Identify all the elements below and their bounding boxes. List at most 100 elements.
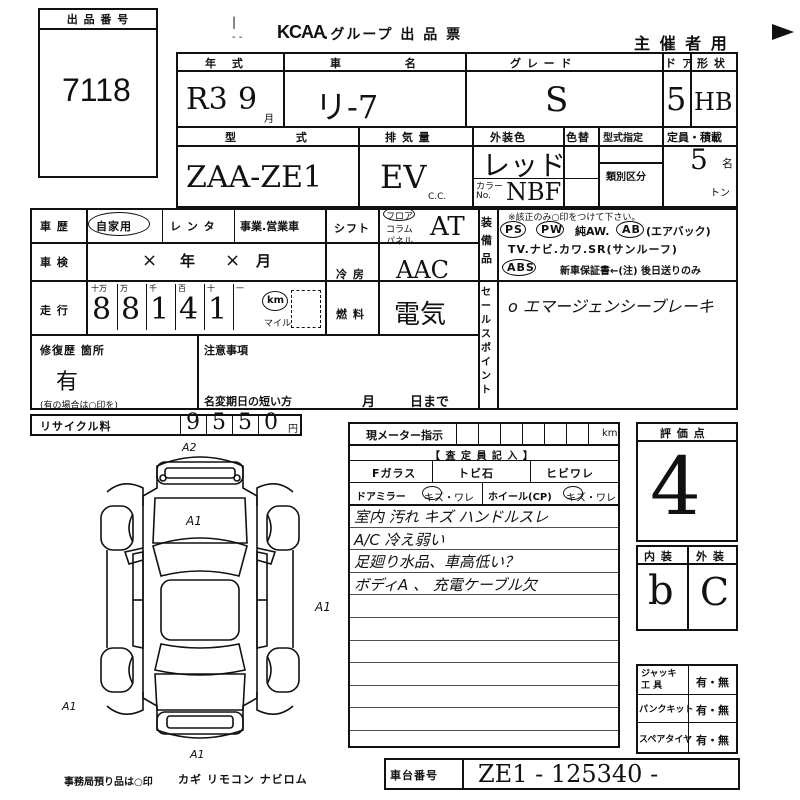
mileage-label: 走 行 — [40, 304, 69, 317]
year-value: R3 — [186, 82, 228, 117]
inspection-month-mark: × — [225, 250, 241, 271]
meter-cell-divider — [456, 422, 457, 444]
inspector-ruled-line — [348, 549, 620, 550]
meter-cell-divider — [566, 422, 567, 444]
equip-airbag: (エアバック) — [646, 225, 711, 238]
inspector-ruled-line — [348, 527, 620, 528]
history-commercial: 事業.営業車 — [240, 220, 300, 233]
meter-unit: km — [602, 428, 618, 439]
history-private: 自家用 — [96, 220, 132, 233]
inspector-note-line: 足廻り水品、車高低い？ — [354, 553, 520, 571]
shift-label: シフト — [334, 222, 370, 235]
vehicle-info-table — [176, 52, 738, 208]
equip-warranty: 新車保証書←(注) 後日送りのみ — [560, 266, 702, 277]
name-change-label: 名変期日の短い方 — [204, 395, 292, 408]
mileage-unit-km: km — [267, 295, 285, 306]
inspector-ruled-line — [348, 707, 620, 708]
recycle-digit: 5 — [212, 410, 226, 435]
shift-floor: フロア — [386, 212, 414, 222]
color-number-value: NBF — [506, 178, 562, 206]
capacity-value: 5 — [690, 143, 708, 176]
equip-ps: PS — [505, 223, 523, 236]
meter-label: 現メーター指示 — [366, 429, 443, 442]
jack-label: ジャッキ 工 具 — [641, 669, 677, 691]
shift-column: コラム — [386, 225, 413, 235]
inspection-year-mark: × — [142, 250, 158, 271]
jack-options: 有・無 — [696, 676, 729, 689]
pw-circle — [536, 221, 564, 238]
color-number-label: カラー No. — [476, 182, 504, 201]
equip-line2: TV.ナビ.カワ.SR(サンルーフ) — [508, 243, 678, 256]
inspector-note-line: A/C 冷え弱い — [354, 531, 445, 549]
mileage-digit: 8 — [92, 292, 112, 327]
model-value: ZAA-ZE1 — [186, 160, 323, 195]
history-rental: レ ン タ — [170, 220, 216, 233]
inspector-ruled-line — [348, 617, 620, 618]
meter-cell-divider — [500, 422, 501, 444]
mileage-digit-label: 万 — [120, 284, 128, 293]
mileage-digit-label: 十 — [207, 284, 215, 293]
mileage-cell-divider — [233, 284, 234, 330]
history-label: 車 歴 — [40, 220, 69, 233]
spare-options: 有・無 — [696, 734, 729, 747]
mileage-cell-divider — [146, 284, 147, 330]
abs-circle — [502, 259, 536, 276]
type-designation-label: 型式指定 — [603, 133, 643, 144]
shape-value: HB — [694, 88, 733, 116]
recycle-digit: 5 — [238, 410, 252, 435]
diagram-mark-rear: A1 — [190, 748, 205, 761]
inspection-year-unit: 年 — [180, 252, 197, 270]
mileage-digit-label: 一 — [236, 284, 244, 293]
inspector-ruled-line — [348, 662, 620, 663]
inspector-box — [348, 422, 620, 748]
spare-label: スペアタイヤ — [639, 735, 693, 745]
year-label: 年 式 — [205, 57, 249, 70]
mileage-digit-label: 百 — [178, 284, 186, 293]
car-diagram — [100, 456, 300, 739]
interior-value: b — [648, 568, 674, 614]
repair-label: 修復歴 箇所 — [40, 344, 105, 357]
aircon-label: 冷 房 — [336, 268, 365, 281]
name-change-day: 日まで — [410, 395, 450, 410]
rating-box — [636, 422, 738, 542]
mileage-digit: 4 — [179, 292, 199, 327]
inspector-note-line: ボディA 、 充電ケーブル欠 — [354, 576, 537, 594]
puncture-options: 有・無 — [696, 704, 729, 717]
recycle-cell-divider — [258, 414, 259, 436]
ton-unit: トン — [710, 188, 730, 199]
lot-number-box — [38, 8, 158, 178]
shift-value: AT — [430, 212, 465, 242]
car-name-label: 車 名 — [330, 57, 446, 70]
chassis-box — [384, 758, 740, 790]
recycle-digit: 0 — [264, 410, 278, 435]
mileage-digit: 1 — [208, 292, 228, 327]
condition-table — [30, 208, 738, 410]
inspector-note-line: 室内 汚れ キズ ハンドルスレ — [354, 508, 549, 526]
doors-value: 5 — [666, 80, 687, 118]
aircon-value: AAC — [396, 256, 450, 284]
rating-value: 4 — [650, 440, 701, 533]
recycle-unit: 円 — [288, 424, 298, 435]
displacement-label: 排 気 量 — [385, 131, 431, 144]
fuel-value: 電気 — [394, 300, 447, 330]
inspector-ruled-line — [348, 685, 620, 686]
repair-note: (有の場合は○印を) — [40, 401, 118, 411]
shift-panel: パネル — [386, 237, 414, 247]
copy-label: 主 催 者 用 — [634, 34, 729, 53]
diagram-mark-side: A1 — [315, 600, 331, 614]
model-label: 型 式 — [225, 131, 335, 144]
equip-pw: PW — [541, 223, 564, 236]
rating-label: 評 価 点 — [660, 427, 706, 440]
class-label: 類別区分 — [606, 172, 646, 183]
paint-change-label: 色替 — [566, 131, 590, 144]
notes-label: 注意事項 — [204, 344, 248, 357]
equipment-label: 装 備 品 — [481, 216, 493, 265]
meter-cell-divider — [522, 422, 523, 444]
chassis-value: ZE1 - 125340 - — [478, 760, 659, 788]
wheel-options: キズ・ワレ — [566, 493, 616, 504]
color-label: 外装色 — [490, 131, 526, 144]
grade-label: グ レ ー ド — [510, 57, 573, 70]
shift-circle — [383, 207, 415, 221]
month-unit: 月 — [264, 114, 274, 125]
displacement-value: EV — [380, 158, 427, 196]
